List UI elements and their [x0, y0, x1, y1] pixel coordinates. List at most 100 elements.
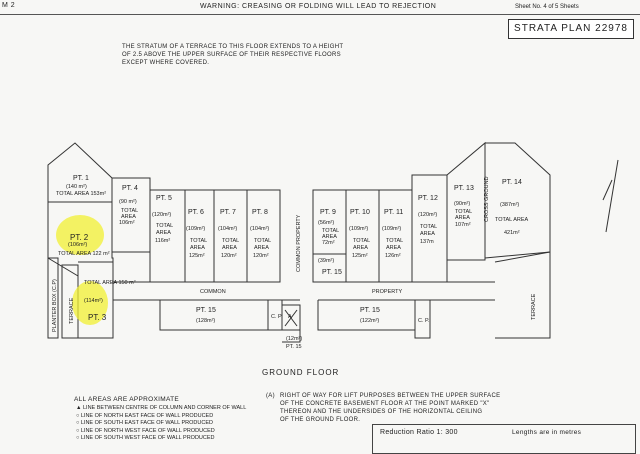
pt10-total: TOTAL: [353, 238, 370, 244]
pt6-total: 125m²: [189, 253, 205, 259]
legend-item: ▲ LINE BETWEEN CENTRE OF COLUMN AND CORN…: [76, 405, 247, 411]
pt8-name: PT. 8: [252, 209, 268, 216]
row-note-line: THEREON AND THE UNDERSIDES OF THE HORIZO…: [280, 409, 483, 415]
pt10-outline: [345, 189, 380, 283]
legend-marker-icon: ○: [76, 427, 81, 434]
right-terrace-outline: [494, 251, 551, 339]
pt14-total: 421m²: [504, 230, 520, 236]
row-note-line: RIGHT OF WAY FOR LIFT PURPOSES BETWEEN T…: [280, 393, 501, 399]
pt14-name: PT. 14: [502, 179, 522, 186]
pt4-total: 106m²: [119, 220, 135, 226]
pt15c-name: PT. 15: [322, 269, 342, 276]
pt2-total: TOTAL AREA 122 m²: [58, 251, 110, 257]
pt3-highlight: [72, 281, 108, 325]
north-arrow-line: [605, 159, 619, 233]
legend-marker-icon: ○: [76, 412, 81, 419]
cp-box-right: [414, 300, 431, 339]
common-property-vertical: COMMON PROPERTY: [296, 214, 302, 272]
north-arrow-wing: [602, 179, 613, 201]
pt15b-area: (122m²): [360, 318, 379, 324]
header-rule: [0, 14, 640, 15]
row-note-key: (A): [266, 393, 275, 399]
pt9-name: PT. 9: [320, 209, 336, 216]
pt12-total: TOTAL: [420, 224, 437, 230]
pt4-area: (90 m²): [119, 199, 137, 205]
a-mark: A: [288, 314, 292, 320]
pt8-total: TOTAL: [254, 238, 271, 244]
stratum-note-line: EXCEPT WHERE COVERED.: [122, 60, 210, 66]
cp-label-right: C. P.: [418, 318, 430, 324]
cp-label-left: C. P.: [271, 314, 283, 320]
ground-floor-title: GROUND FLOOR: [262, 368, 340, 377]
pt6-area: (109m²): [186, 226, 205, 232]
pt7-total: AREA: [222, 245, 237, 251]
legend-list: ▲ LINE BETWEEN CENTRE OF COLUMN AND CORN…: [76, 405, 246, 443]
pt13-name: PT. 13: [454, 185, 474, 192]
pt14-total: TOTAL AREA: [495, 217, 529, 223]
pt11-name: PT. 11: [384, 209, 403, 216]
pt3-area: (114m²): [84, 298, 103, 304]
pt11-total: TOTAL: [386, 238, 403, 244]
pt9-area: (56m²): [318, 220, 334, 226]
common-label: COMMON: [200, 289, 226, 295]
row-note: RIGHT OF WAY FOR LIFT PURPOSES BETWEEN T…: [280, 392, 500, 424]
pt6-total: AREA: [190, 245, 205, 251]
pt3-total: TOTAL AREA 150 m²: [84, 280, 136, 286]
pt2-highlight: [56, 215, 104, 255]
pt14-area: (387m²): [500, 202, 519, 208]
pt2-name: PT. 2: [70, 233, 89, 242]
pt6-total: TOTAL: [190, 238, 207, 244]
cp-box-left: [267, 300, 283, 331]
warning-text: WARNING: CREASING OR FOLDING WILL LEAD T…: [200, 3, 437, 10]
pt12-area: (120m²): [418, 212, 437, 218]
pt5-area: (120m²): [152, 212, 171, 218]
pt7-outline: [213, 189, 248, 283]
left-terrace-outline: [61, 264, 79, 339]
pt13-total: AREA: [455, 215, 470, 221]
terrace-left-label: TERRACE: [69, 297, 75, 324]
left-block-outline: [47, 142, 114, 339]
pt13-outline: [446, 141, 486, 261]
sheet-number: Sheet No. 4 of 5 Sheets: [515, 4, 579, 10]
pt15b-outline: [317, 300, 416, 331]
pt10-name: PT. 10: [350, 209, 370, 216]
pt9-total: AREA: [322, 234, 337, 240]
legend-marker-icon: ▲: [76, 405, 83, 411]
pt15b-name: PT. 15: [360, 307, 380, 314]
legend-item: ○ LINE OF SOUTH WEST FACE OF WALL PRODUC…: [76, 435, 215, 441]
planter-label: PLANTER BOX (C.P): [52, 279, 58, 332]
pt14-outline: [484, 142, 551, 259]
lengths-note: Lengths are in metres: [512, 429, 582, 436]
pt12-total: 137m: [420, 239, 434, 245]
pt5-outline: [149, 189, 186, 283]
stratum-note-line: THE STRATUM OF A TERRACE TO THIS FLOOR E…: [122, 44, 344, 50]
pt15a-name: PT. 15: [196, 307, 216, 314]
pt15d-name: PT. 15: [286, 344, 302, 350]
reduction-ratio: Reduction Ratio 1: 300: [380, 429, 458, 436]
pt15c-area: (39m²): [318, 258, 334, 264]
pt4-name: PT. 4: [122, 185, 138, 192]
pt7-name: PT. 7: [220, 209, 236, 216]
pt8-area: (104m²): [250, 226, 269, 232]
pt6-outline: [184, 189, 215, 283]
lift-box: [282, 304, 301, 331]
pt15d-area: (12m²): [286, 336, 302, 342]
pt12-total: AREA: [420, 231, 435, 237]
pt5-total: AREA: [156, 230, 171, 236]
stratum-note-line: OF 2.5 ABOVE THE UPPER SURFACE OF THEIR …: [122, 52, 341, 58]
areas-note: ALL AREAS ARE APPROXIMATE: [74, 396, 180, 403]
pt10-total: 125m²: [352, 253, 368, 259]
pt11-area: (109m²): [382, 226, 401, 232]
pt1-total: TOTAL AREA 153m²: [56, 191, 106, 197]
stratum-note: THE STRATUM OF A TERRACE TO THIS FLOOR E…: [122, 43, 343, 67]
pt4-total: AREA: [121, 214, 136, 220]
pt12-name: PT. 12: [418, 195, 438, 202]
pt8-outline: [246, 189, 281, 283]
pt1-area: (140 m²): [66, 184, 87, 190]
pt9-total: TOTAL: [322, 228, 339, 234]
pt5-total: TOTAL: [156, 223, 173, 229]
pt8-total: 120m²: [253, 253, 269, 259]
pt10-area: (109m²): [349, 226, 368, 232]
corner-mark: M 2: [2, 2, 16, 9]
